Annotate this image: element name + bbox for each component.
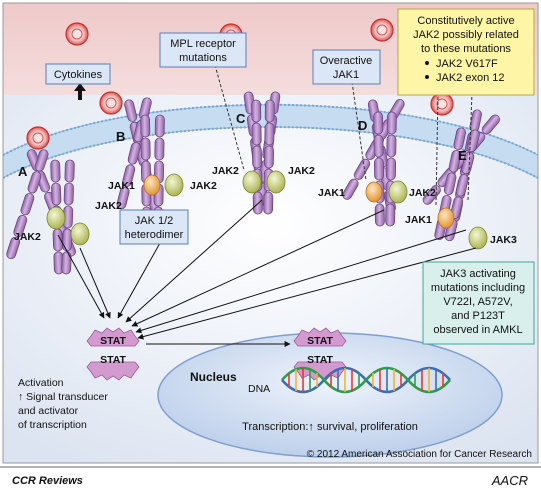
overactive-label-line1: Overactive bbox=[320, 55, 373, 67]
jak3-box-line3: V722I, A572V, bbox=[443, 296, 512, 308]
jak3-box-line1: JAK3 activating bbox=[440, 268, 516, 280]
jak2-blob bbox=[164, 173, 184, 197]
jak1-blob bbox=[365, 181, 383, 203]
mpl-label-line2: mutations bbox=[179, 52, 227, 64]
copyright: © 2012 American Association for Cancer R… bbox=[307, 449, 532, 460]
cytokines-box bbox=[45, 63, 111, 85]
transcription-label: Transcription:↑ survival, proliferation bbox=[242, 421, 418, 433]
stat-label: STAT bbox=[100, 354, 126, 366]
stat-dimer-cytoplasm: STAT STAT bbox=[86, 327, 140, 381]
jak-label: JAK3 bbox=[490, 234, 517, 246]
stat-label: STAT bbox=[307, 354, 333, 366]
constitutive-line1: Constitutively active bbox=[417, 15, 514, 27]
jak3-box-line5: observed in AMKL bbox=[433, 324, 522, 336]
dna-helix bbox=[281, 366, 451, 394]
jak-label: JAK2 bbox=[14, 231, 41, 243]
jak-label: JAK2 bbox=[95, 200, 122, 212]
jak2-blob bbox=[70, 222, 90, 246]
jak-label: JAK2 bbox=[409, 187, 436, 199]
footer-right-logo: AACR bbox=[491, 473, 528, 488]
constitutive-line2: JAK2 possibly related bbox=[413, 29, 519, 41]
constitutive-box bbox=[397, 8, 535, 96]
jak2-blob bbox=[46, 206, 66, 230]
jak1-blob bbox=[143, 174, 161, 196]
leader-lines bbox=[214, 64, 473, 206]
cytokine-ligand bbox=[65, 22, 89, 46]
overactive-label-line2: JAK1 bbox=[333, 69, 359, 81]
cytokine-up-arrow bbox=[74, 83, 86, 100]
overactive-box bbox=[312, 49, 381, 85]
jak-label: JAK1 bbox=[405, 214, 432, 226]
activation-line3: and activator bbox=[18, 405, 79, 417]
jak2-blob bbox=[242, 170, 262, 194]
label-b: B bbox=[116, 129, 125, 144]
cytokine-ligand bbox=[370, 18, 394, 42]
cytokine-ligand bbox=[430, 92, 454, 116]
cytokine-ligand bbox=[99, 91, 123, 115]
jak3-box-line2: mutations including bbox=[431, 282, 525, 294]
signal-arrows bbox=[57, 199, 477, 347]
jak2-blob bbox=[266, 170, 286, 194]
heterodimer-line2: heterodimer bbox=[125, 229, 184, 241]
nucleus-label: Nucleus bbox=[190, 370, 237, 384]
jak-label: JAK2 bbox=[212, 165, 239, 177]
label-c: C bbox=[236, 111, 246, 126]
label-d: D bbox=[358, 118, 367, 133]
label-e: E bbox=[458, 148, 467, 163]
activation-line1: Activation bbox=[18, 377, 64, 389]
jak1-blob bbox=[437, 207, 455, 229]
stat-dimer-nucleus: STAT STAT bbox=[293, 327, 347, 381]
bullet-exon12: JAK2 exon 12 bbox=[436, 72, 505, 84]
bullet-v617f: JAK2 V617F bbox=[436, 58, 498, 70]
jak-label: JAK2 bbox=[190, 180, 217, 192]
activation-line2: ↑ Signal transducer bbox=[18, 391, 108, 403]
activation-line4: of transcription bbox=[18, 419, 87, 431]
heterodimer-line1: JAK 1/2 bbox=[135, 215, 174, 227]
stat-label: STAT bbox=[307, 335, 333, 347]
heterodimer-box bbox=[119, 209, 189, 245]
footer-left: CCR Reviews bbox=[12, 475, 83, 487]
jak-label: JAK1 bbox=[318, 187, 345, 199]
constitutive-line3: to these mutations bbox=[421, 43, 511, 55]
stat-label: STAT bbox=[100, 335, 126, 347]
jak-label: JAK2 bbox=[288, 165, 315, 177]
jak3-blob bbox=[468, 226, 488, 250]
dna-label: DNA bbox=[248, 383, 270, 395]
mpl-box bbox=[159, 32, 247, 68]
cytokine-ligand bbox=[26, 126, 50, 150]
nucleus bbox=[157, 332, 503, 458]
jak2-blob bbox=[388, 180, 408, 204]
label-a: A bbox=[18, 164, 28, 179]
mpl-label-line1: MPL receptor bbox=[170, 38, 236, 50]
jak3-box-line4: and P123T bbox=[451, 310, 505, 322]
jak-label: JAK1 bbox=[108, 180, 135, 192]
cytokines-label: Cytokines bbox=[54, 69, 103, 81]
jak3-box bbox=[422, 261, 535, 345]
